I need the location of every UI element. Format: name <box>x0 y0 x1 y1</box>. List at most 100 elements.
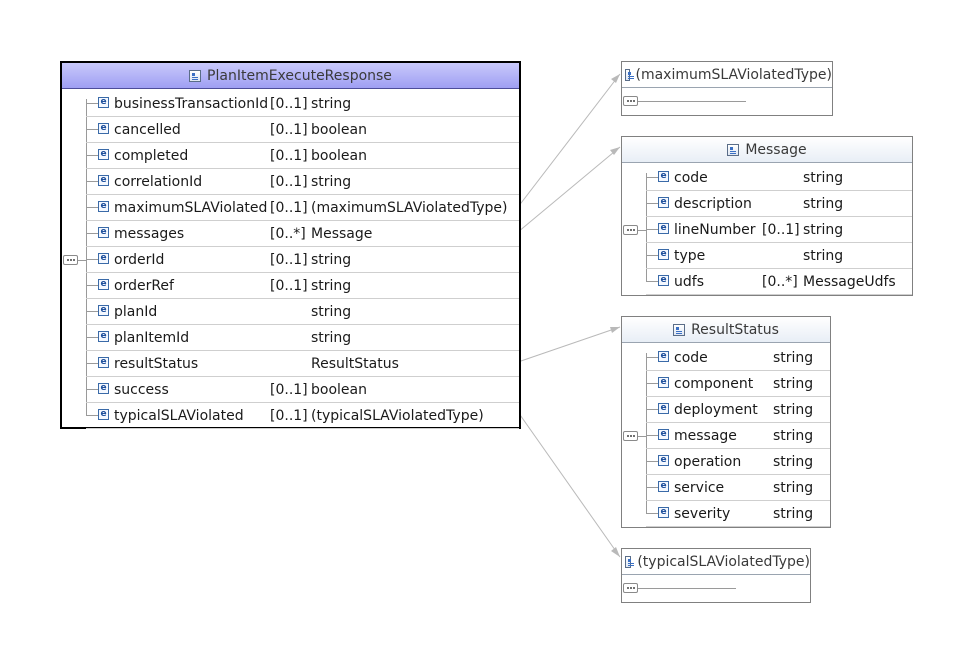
element-type: MessageUdfs <box>803 273 896 290</box>
element-icon: e <box>98 175 109 186</box>
element-type: string <box>773 401 814 418</box>
message-header[interactable]: Message <box>622 137 912 163</box>
maximum-sla-violated-type-header[interactable]: (maximumSLAViolatedType) <box>622 62 832 88</box>
element-name: orderId <box>114 251 165 268</box>
sequence-icon[interactable] <box>63 255 78 265</box>
element-cardinality: [0..1] <box>270 277 308 294</box>
element-row-deployment[interactable]: e deployment string <box>646 397 830 423</box>
element-name: typicalSLAViolated <box>114 407 244 424</box>
arrowhead-maximumSLAViolated <box>611 74 620 83</box>
tree-line <box>86 363 98 364</box>
result-status-header[interactable]: ResultStatus <box>622 317 830 343</box>
tree-line <box>646 255 658 256</box>
element-type: string <box>773 349 814 366</box>
complex-type-icon <box>625 555 635 568</box>
element-name: deployment <box>674 401 758 418</box>
sequence-icon[interactable] <box>623 225 638 235</box>
element-icon: e <box>98 97 109 108</box>
element-type: string <box>803 195 844 212</box>
tree-line <box>86 259 98 260</box>
plan-item-execute-response-title: PlanItemExecuteResponse <box>207 67 392 84</box>
element-type: boolean <box>311 147 367 164</box>
element-name: messages <box>114 225 185 242</box>
element-name: resultStatus <box>114 355 199 372</box>
tree-line <box>76 260 86 261</box>
tree-line <box>646 487 658 488</box>
complex-type-icon <box>189 69 202 82</box>
element-type: string <box>773 375 814 392</box>
arrowhead-messages <box>610 147 620 155</box>
connector-maximumSLAViolated <box>517 73 621 208</box>
element-name: cancelled <box>114 121 181 138</box>
element-cardinality: [0..1] <box>270 407 308 424</box>
empty-sequence-line <box>638 101 746 102</box>
element-name: maximumSLAViolated <box>114 199 268 216</box>
element-icon: e <box>658 403 669 414</box>
typical-sla-violated-type-header[interactable]: (typicalSLAViolatedType) <box>622 549 810 575</box>
sequence-icon[interactable] <box>623 96 638 106</box>
element-icon: e <box>98 123 109 134</box>
element-icon: e <box>98 201 109 212</box>
message-title: Message <box>745 141 807 158</box>
element-icon: e <box>98 331 109 342</box>
arrowhead-typicalSLAViolated <box>611 547 620 557</box>
element-type: boolean <box>311 121 367 138</box>
arrowhead-resultStatus <box>610 327 620 333</box>
element-icon: e <box>98 383 109 394</box>
tree-line <box>646 229 658 230</box>
plan-item-execute-response-header[interactable]: PlanItemExecuteResponse <box>62 63 519 89</box>
element-cardinality: [0..1] <box>762 221 800 238</box>
element-name: planId <box>114 303 158 320</box>
maximum-sla-violated-type-title: (maximumSLAViolatedType) <box>635 66 833 83</box>
complex-type-icon <box>727 143 740 156</box>
maximum-sla-violated-type-box[interactable]: (maximumSLAViolatedType) <box>621 61 833 116</box>
tree-line <box>646 357 658 358</box>
element-icon: e <box>98 305 109 316</box>
element-type: string <box>773 427 814 444</box>
element-icon: e <box>658 197 669 208</box>
connector-resultStatus <box>517 326 621 363</box>
element-type: Message <box>311 225 373 242</box>
tree-line <box>86 337 98 338</box>
element-name: success <box>114 381 169 398</box>
tree-line <box>86 155 98 156</box>
tree-line <box>646 409 658 410</box>
element-name: code <box>674 169 708 186</box>
sequence-icon[interactable] <box>623 583 638 593</box>
sequence-icon[interactable] <box>623 431 638 441</box>
element-type: string <box>311 303 352 320</box>
element-icon: e <box>98 409 109 420</box>
typical-sla-violated-type-box[interactable]: (typicalSLAViolatedType) <box>621 548 811 603</box>
empty-sequence-line <box>638 588 736 589</box>
element-icon: e <box>658 275 669 286</box>
element-cardinality: [0..*] <box>762 273 798 290</box>
tree-line <box>646 281 658 282</box>
